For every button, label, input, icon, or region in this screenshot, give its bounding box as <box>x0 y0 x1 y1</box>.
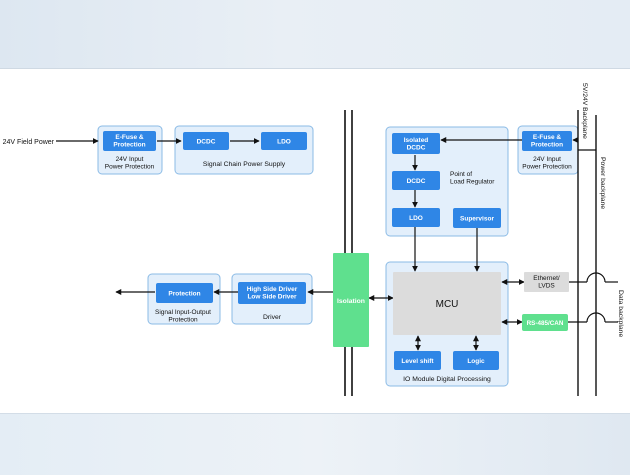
driver-block <box>238 282 306 304</box>
dcdc-chain-label: DCDC <box>197 139 216 146</box>
ethernet-label: Ethernet/LVDS <box>533 275 560 290</box>
level-shift-block <box>394 351 441 370</box>
dcdc-chain-block <box>183 132 229 150</box>
logic-block <box>453 351 499 370</box>
efuse-right-block <box>522 131 572 151</box>
mcu-block <box>393 272 501 335</box>
isolation-label: Isolation <box>337 298 365 305</box>
protection-block <box>156 283 213 303</box>
ldo-chain-block <box>261 132 307 150</box>
mcu-label: MCU <box>436 299 459 310</box>
efuse-left-label: E-Fuse &Protection <box>113 134 145 149</box>
ldo-pol-label: LDO <box>409 215 423 222</box>
dcdc-pol-block <box>392 171 440 190</box>
driver-caption: Driver <box>263 314 282 321</box>
ldo-pol-block <box>392 208 440 227</box>
rs485-block <box>522 314 568 331</box>
dcdc-pol-label: DCDC <box>407 178 426 185</box>
efuse-left-block <box>103 131 156 151</box>
ethernet-block <box>524 272 569 292</box>
top-banner <box>0 0 630 69</box>
backplane-5v24v-label: 5V/24V Backplane <box>581 83 588 139</box>
io-caption: IO Module Digital Processing <box>403 376 491 383</box>
signal-chain-caption: Signal Chain Power Supply <box>203 161 286 168</box>
supervisor-label: Supervisor <box>460 216 494 223</box>
power-backplane-label: Power backplane <box>599 157 606 209</box>
isolation-block <box>333 253 369 347</box>
field-power-label: 24V Field Power <box>3 139 55 146</box>
logic-label: Logic <box>467 358 485 365</box>
ldo-chain-label: LDO <box>277 139 291 146</box>
bottom-banner <box>0 413 630 475</box>
isolated-dcdc-block <box>392 133 440 154</box>
level-shift-label: Level shift <box>401 358 434 365</box>
efuse-right-label: E-Fuse &Protection <box>531 134 563 149</box>
supervisor-block <box>453 208 501 228</box>
data-backplane-label: Data backplane <box>617 290 624 337</box>
protection-label: Protection <box>168 291 200 298</box>
rs485-label: RS-485/CAN <box>527 320 564 327</box>
